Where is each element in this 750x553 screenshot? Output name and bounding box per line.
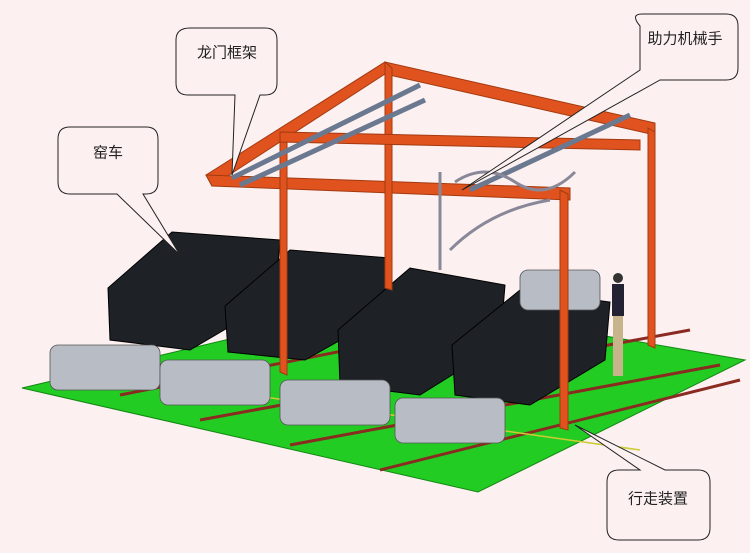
gantry-frame [205,60,656,431]
gantry-beams [230,82,632,193]
callout-walking-bubble [574,424,711,541]
gantry-label: 龙门框架 [196,43,258,62]
callout-kiln-bubble [57,126,181,256]
manipulator-label: 助力机械手 [647,29,723,48]
walking-device-label: 行走装置 [627,489,689,508]
kiln-car-label: 窑车 [92,143,124,162]
kiln-cars [107,231,611,406]
operator-figure [612,273,624,376]
callout-manipulator-bubble [461,13,739,191]
callout-gantry-bubble [175,27,278,176]
manipulator-arm [438,170,577,270]
